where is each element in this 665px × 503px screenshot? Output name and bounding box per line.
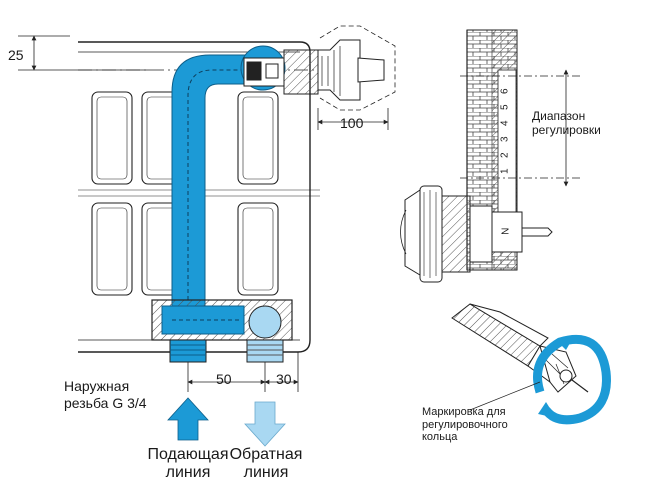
scale-mark-2: 2 bbox=[499, 152, 511, 159]
label-return-line: Обратная линия bbox=[218, 446, 314, 483]
wall-valve bbox=[400, 185, 553, 283]
thermostatic-valve bbox=[243, 25, 396, 111]
label-ring-line2: регулировочного bbox=[422, 418, 508, 431]
dim-offset-top: 25 bbox=[8, 47, 24, 63]
label-ring-line1: Маркировка для bbox=[422, 406, 506, 418]
valve-insert bbox=[451, 303, 589, 393]
range-markers bbox=[460, 69, 580, 187]
scale-mark-6: 6 bbox=[499, 88, 511, 95]
scale-mark-5: 5 bbox=[499, 104, 511, 111]
ring-marking-leader bbox=[469, 381, 541, 411]
return-arrow bbox=[244, 401, 286, 447]
scale-mark-n: N bbox=[500, 227, 512, 235]
label-thread-line2: резьба G 3/4 bbox=[64, 394, 147, 411]
label-supply-line2: линия bbox=[165, 464, 211, 482]
dim-wall-offset: 30 bbox=[276, 371, 292, 387]
label-range-line1: Диапазон bbox=[532, 109, 586, 123]
label-supply-line1: Подающая bbox=[147, 446, 229, 463]
label-return-line1: Обратная bbox=[229, 446, 303, 463]
scale-mark-1: 1 bbox=[499, 168, 511, 175]
rotation-arrow bbox=[533, 334, 611, 425]
scale-mark-4: 4 bbox=[499, 120, 511, 127]
scale-mark-3: 3 bbox=[499, 136, 511, 143]
label-thread-line1: Наружная bbox=[64, 378, 130, 394]
bottom-connection-block bbox=[151, 299, 293, 341]
dim-pipe-spacing: 50 bbox=[216, 371, 232, 387]
dim-valve-distance: 100 bbox=[340, 115, 364, 131]
label-external-thread: Наружная резьба G 3/4 bbox=[64, 378, 147, 412]
dimension-lines bbox=[18, 35, 389, 392]
pipe-connectors bbox=[169, 339, 284, 363]
label-ring-marking: Маркировка для регулировочного кольца bbox=[422, 406, 508, 444]
supply-arrow bbox=[167, 397, 209, 441]
label-range-line2: регулировки bbox=[532, 122, 601, 137]
label-supply-line: Подающая линия bbox=[134, 446, 242, 483]
label-return-line2: линия bbox=[243, 464, 289, 482]
label-ring-line3: кольца bbox=[422, 431, 458, 444]
label-adjustment-range: Диапазон регулировки bbox=[532, 109, 601, 138]
